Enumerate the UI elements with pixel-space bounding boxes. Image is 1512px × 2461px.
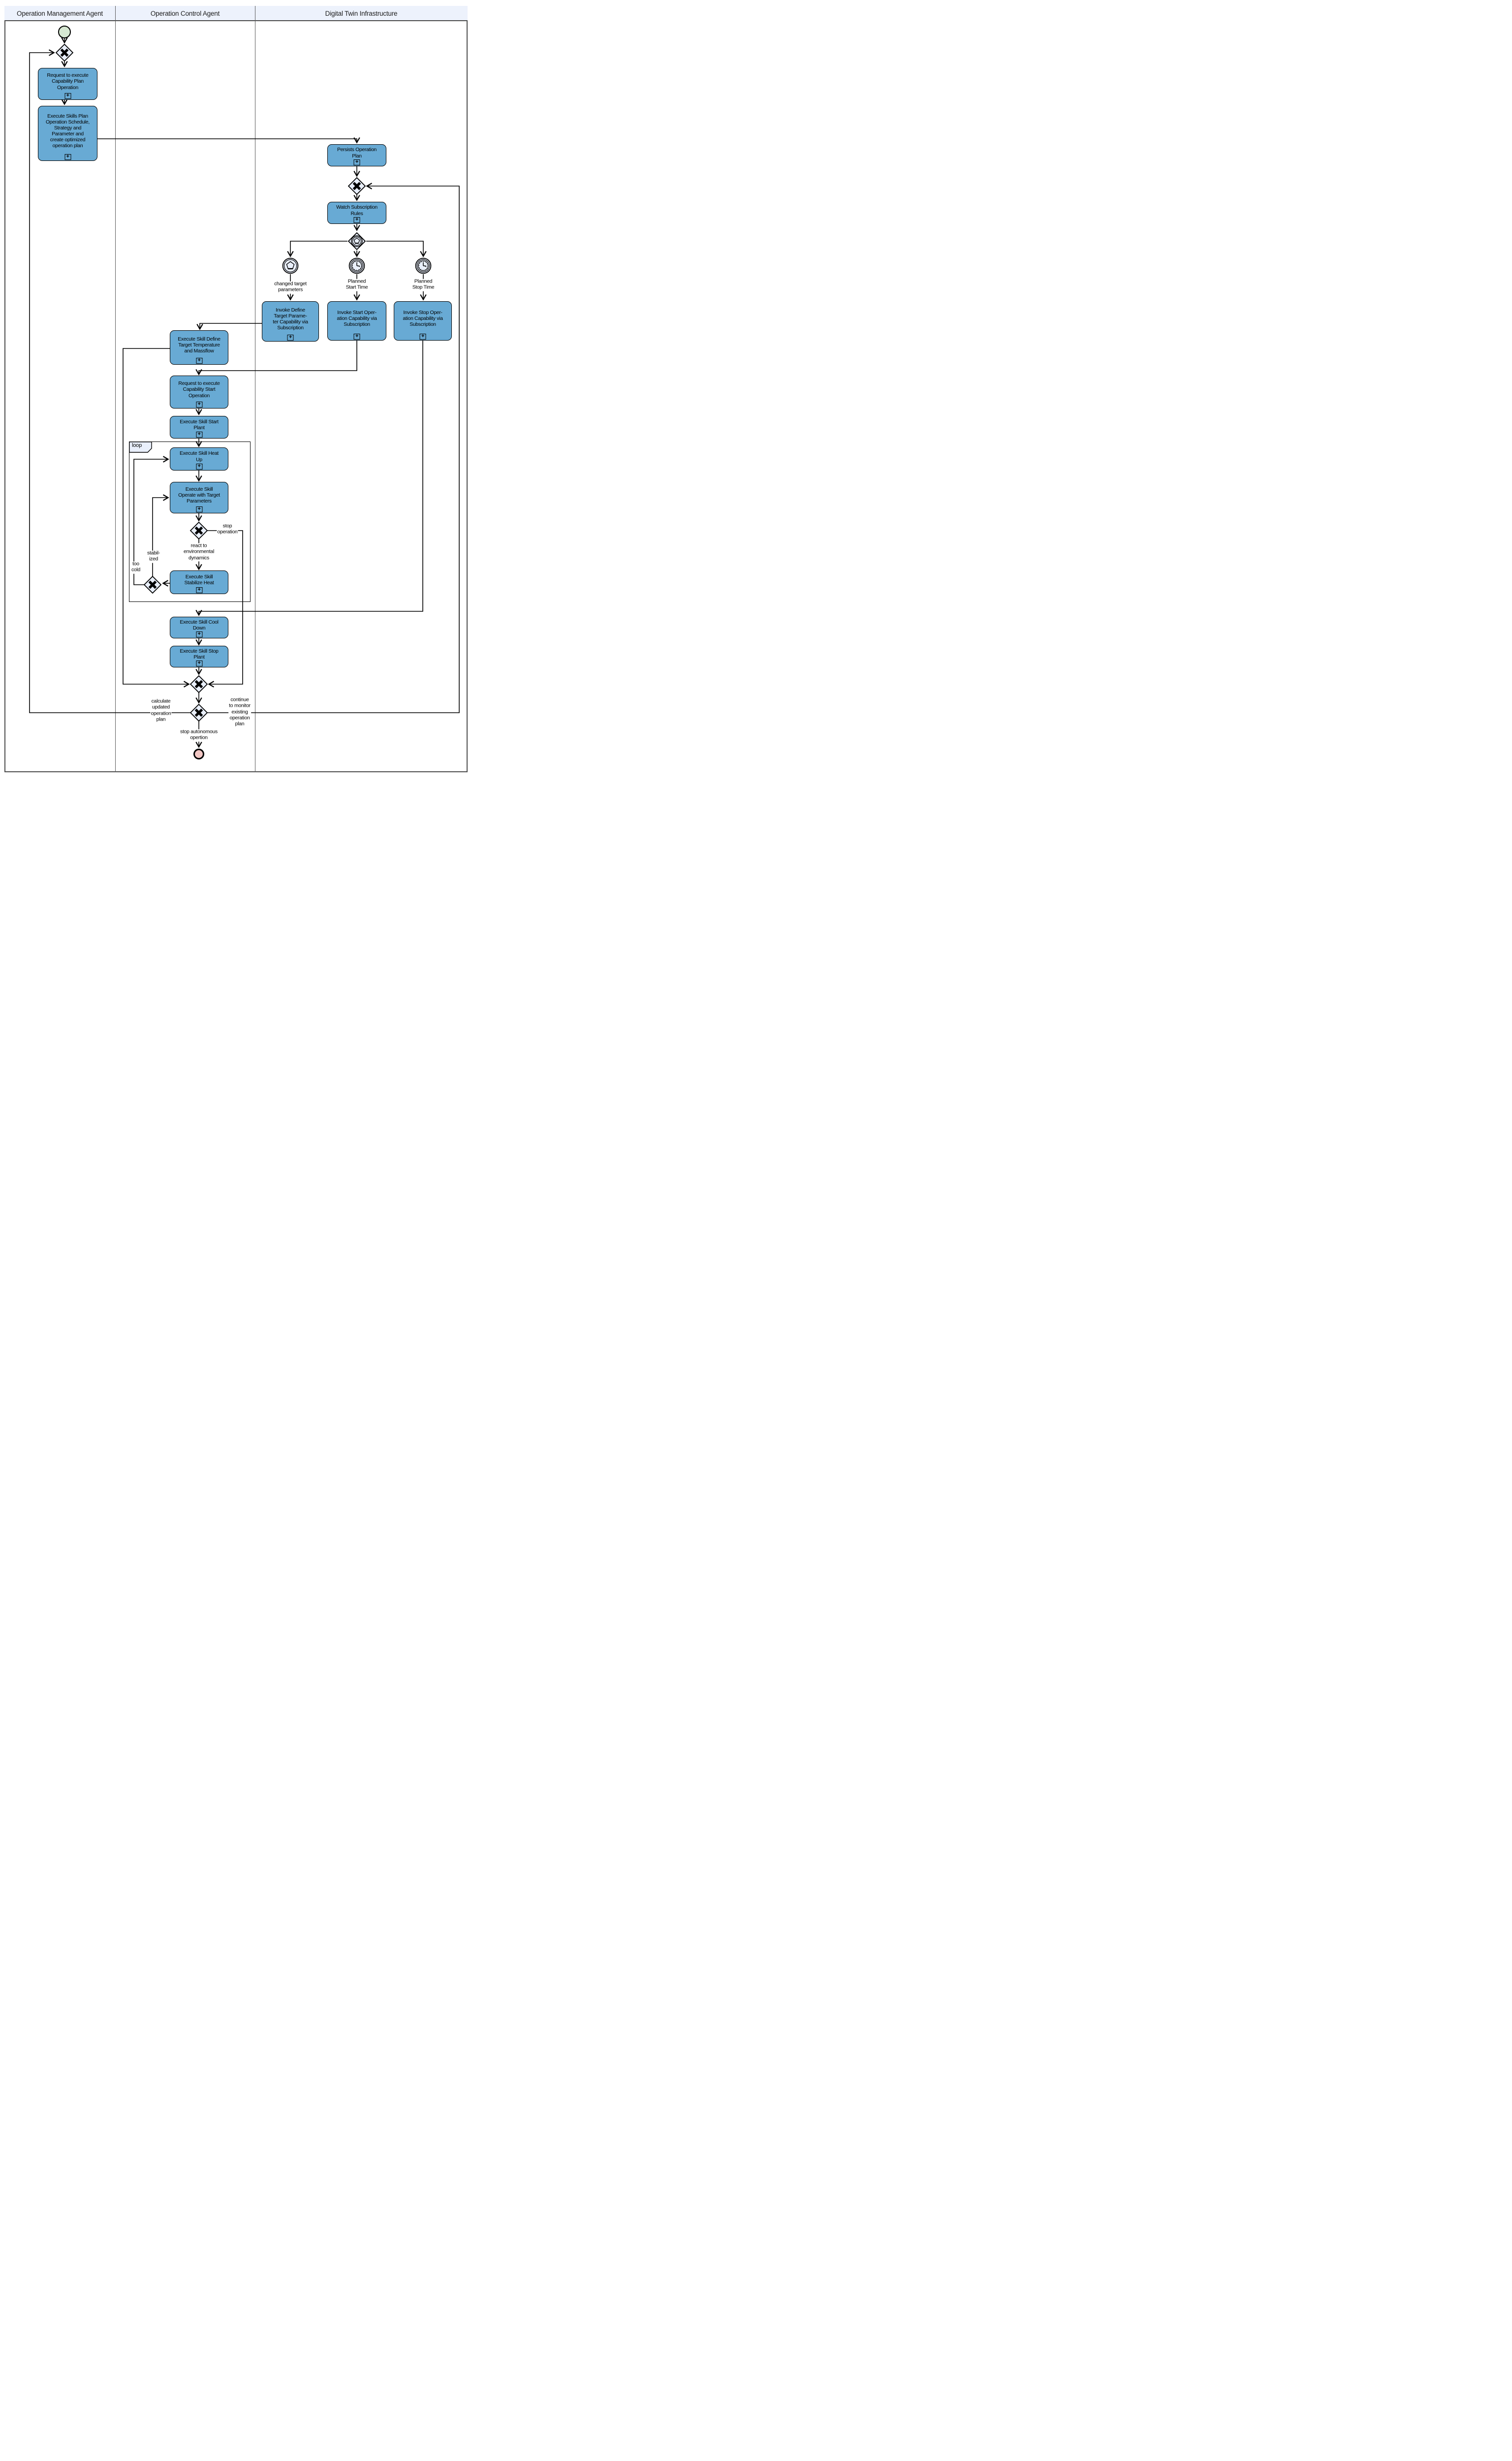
subprocess-marker-icon[interactable]: +: [287, 335, 294, 341]
task-skill-cool-down[interactable]: Execute Skill Cool Down+: [170, 617, 228, 638]
task-skill-define-target-temperature[interactable]: Execute Skill Define Target Temperature …: [170, 330, 228, 365]
task-skill-stop-plant[interactable]: Execute Skill Stop Plant+: [170, 646, 228, 667]
subprocess-marker-icon[interactable]: +: [196, 631, 202, 637]
label-too-cold: too cold: [130, 561, 141, 574]
task-invoke-define-target-parameter[interactable]: Invoke Define Target Parame- ter Capabil…: [262, 301, 319, 342]
label-changed-target-parameters: changed target parameters: [274, 281, 307, 294]
subprocess-marker-icon[interactable]: +: [196, 661, 202, 666]
label-planned-start-time: Planned Start Time: [345, 279, 369, 291]
task-invoke-stop-operation[interactable]: Invoke Stop Oper- ation Capability via S…: [394, 301, 452, 341]
loop-label-text: loop: [132, 442, 142, 448]
task-label: Persists Operation Plan: [337, 147, 377, 159]
task-persists-operation-plan[interactable]: Persists Operation Plan+: [327, 144, 386, 166]
start-event[interactable]: [58, 26, 71, 38]
lane-header-band: [4, 6, 468, 21]
sequence-flows: [29, 37, 460, 748]
subprocess-marker-icon[interactable]: +: [353, 217, 360, 223]
label-stop-autonomous-operation: stop autonomous opertion: [180, 729, 218, 742]
task-label: Invoke Define Target Parame- ter Capabil…: [273, 307, 308, 331]
xor-gateway-watch-merge[interactable]: [347, 177, 366, 195]
subprocess-marker-icon[interactable]: +: [196, 587, 202, 593]
conditional-multiple-event[interactable]: [282, 257, 299, 274]
task-invoke-start-operation[interactable]: Invoke Start Oper- ation Capability via …: [327, 301, 386, 341]
timer-event-start[interactable]: [348, 257, 365, 274]
task-request-start-operation[interactable]: Request to execute Capability Start Oper…: [170, 376, 228, 409]
xor-gateway-final-decision[interactable]: [189, 703, 208, 722]
lane-divider-1: [115, 6, 116, 772]
label-continue-monitor-plan: continue to monitor existing operation p…: [228, 697, 251, 727]
subprocess-marker-icon[interactable]: +: [353, 159, 360, 165]
event-based-gateway[interactable]: [347, 232, 366, 251]
subprocess-marker-icon[interactable]: +: [196, 506, 202, 512]
task-label: Execute Skill Cool Down: [180, 619, 219, 631]
task-label: Watch Subscription Rules: [336, 205, 378, 217]
task-label: Execute Skill Start Plant: [180, 419, 219, 431]
task-label: Invoke Stop Oper- ation Capability via S…: [403, 310, 443, 328]
task-label: Invoke Start Oper- ation Capability via …: [337, 310, 377, 328]
loop-group-box: [129, 442, 251, 602]
label-planned-stop-time: Planned Stop Time: [411, 279, 435, 291]
label-stop-operation: stop operation: [217, 523, 238, 536]
timer-event-stop[interactable]: [415, 257, 432, 274]
label-calculate-updated-plan: calculate updated operation plan: [150, 698, 172, 723]
subprocess-marker-icon[interactable]: +: [196, 432, 202, 438]
task-label: Request to execute Capability Start Oper…: [178, 381, 220, 399]
bpmn-diagram: Operation Management Agent Operation Con…: [0, 0, 472, 777]
task-label: Request to execute Capability Plan Opera…: [47, 73, 89, 91]
xor-gateway-bottom-merge[interactable]: [189, 675, 208, 694]
xor-gateway-operate-decision[interactable]: [189, 521, 208, 540]
task-label: Execute Skill Stop Plant: [180, 648, 219, 660]
task-watch-subscription-rules[interactable]: Watch Subscription Rules+: [327, 202, 386, 224]
subprocess-marker-icon[interactable]: +: [196, 464, 202, 470]
task-label: Execute Skill Operate with Target Parame…: [178, 486, 220, 505]
lane-title-control: Operation Control Agent: [150, 10, 220, 17]
lane-title-management: Operation Management Agent: [17, 10, 103, 17]
subprocess-marker-icon[interactable]: +: [353, 334, 360, 340]
task-skill-start-plant[interactable]: Execute Skill Start Plant+: [170, 416, 228, 439]
xor-gateway-plan-merge[interactable]: [55, 43, 74, 62]
subprocess-marker-icon[interactable]: +: [64, 154, 71, 160]
loop-tab-shape: [129, 442, 152, 453]
lane-title-infrastructure: Digital Twin Infrastructure: [325, 10, 398, 17]
subprocess-marker-icon[interactable]: +: [64, 93, 71, 99]
xor-gateway-stabilize-decision[interactable]: [143, 575, 162, 594]
subprocess-marker-icon[interactable]: +: [196, 358, 202, 364]
subprocess-marker-icon[interactable]: +: [196, 402, 202, 408]
task-label: Execute Skill Heat Up: [180, 451, 219, 463]
task-label: Execute Skills Plan Operation Schedule, …: [45, 113, 90, 149]
task-skill-operate-target-parameters[interactable]: Execute Skill Operate with Target Parame…: [170, 482, 228, 513]
task-request-plan-operation[interactable]: Request to execute Capability Plan Opera…: [38, 68, 97, 100]
end-event[interactable]: [193, 749, 204, 759]
label-react-environmental-dynamics: react to environmental dynamics: [183, 543, 215, 562]
task-execute-skills-plan[interactable]: Execute Skills Plan Operation Schedule, …: [38, 106, 97, 161]
label-stabilized: stabil- ized: [147, 550, 160, 563]
task-label: Execute Skill Stabilize Heat: [184, 574, 214, 586]
task-skill-stabilize-heat[interactable]: Execute Skill Stabilize Heat+: [170, 570, 228, 594]
task-skill-heat-up[interactable]: Execute Skill Heat Up+: [170, 447, 228, 471]
task-label: Execute Skill Define Target Temperature …: [178, 336, 220, 354]
subprocess-marker-icon[interactable]: +: [419, 334, 426, 340]
loop-group-label: loop: [129, 442, 152, 453]
